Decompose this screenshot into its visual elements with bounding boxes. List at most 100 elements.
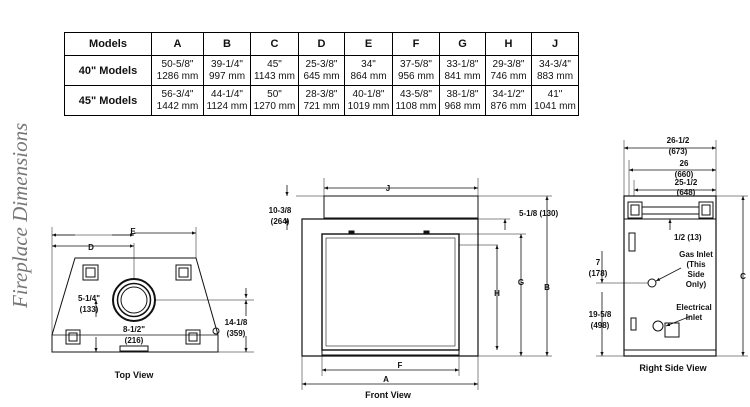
dimension-inches: 43-5/8" bbox=[400, 88, 432, 100]
dimension-mm: 721 mm bbox=[303, 100, 340, 112]
elec-height-label: 19-5/8 bbox=[589, 310, 612, 319]
front-top-box bbox=[323, 195, 479, 219]
side-body-outline bbox=[623, 195, 717, 357]
dimension-mm: 968 mm bbox=[444, 100, 481, 112]
dimension-mm: 876 mm bbox=[490, 100, 527, 112]
dimension-inches: 50" bbox=[267, 88, 282, 100]
dimension-mm: 1286 mm bbox=[156, 70, 199, 82]
dimension-inches: 50-5/8" bbox=[161, 58, 194, 70]
dimension-cell: 37-5/8"956 mm bbox=[392, 55, 440, 86]
model-name-cell: 45" Models bbox=[64, 85, 152, 116]
dimension-inches: 34-3/4" bbox=[539, 58, 571, 70]
front-view bbox=[285, 178, 552, 390]
flue-center-mm-label: (216) bbox=[125, 336, 144, 345]
dimension-mm: 1041 mm bbox=[534, 100, 576, 112]
dim-b-label: B bbox=[544, 283, 550, 292]
dimensions-table: Models A B C D E F G H J 40" Models 50-5/… bbox=[64, 32, 579, 116]
dim-a-label: A bbox=[383, 375, 389, 384]
dim-e-label: E bbox=[130, 227, 136, 236]
top-depth-mm-label: (359) bbox=[227, 329, 246, 338]
dimension-inches: 25-3/8" bbox=[305, 58, 338, 70]
dimension-inches: 56-3/4" bbox=[161, 88, 194, 100]
dimension-cell: 50"1270 mm bbox=[250, 85, 299, 116]
header-j: J bbox=[531, 32, 579, 56]
dimension-cell: 25-3/8"645 mm bbox=[298, 55, 345, 86]
header-e: E bbox=[344, 32, 393, 56]
dimension-inches: 34-1/2" bbox=[492, 88, 525, 100]
dimension-cell: 43-5/8"1108 mm bbox=[392, 85, 440, 116]
dimension-inches: 45" bbox=[267, 58, 282, 70]
flue-offset-mm-label: (133) bbox=[80, 305, 99, 314]
model-name-cell: 40" Models bbox=[64, 55, 152, 86]
elec-height-mm-label: (498) bbox=[591, 321, 610, 330]
electrical-inlet-label-2: Inlet bbox=[686, 313, 703, 322]
top-view bbox=[51, 227, 254, 353]
dimension-mm: 841 mm bbox=[444, 70, 481, 82]
dimension-mm: 997 mm bbox=[208, 70, 246, 82]
dimension-inches: 39-1/4" bbox=[211, 58, 243, 70]
right-side-view bbox=[596, 140, 748, 357]
dim-f-label: F bbox=[398, 361, 403, 370]
gas-inlet-label-1: Gas Inlet bbox=[679, 250, 713, 259]
dim-g-label: G bbox=[518, 278, 524, 287]
side-view-caption: Right Side View bbox=[639, 363, 707, 373]
dimension-mm: 1108 mm bbox=[395, 100, 437, 112]
gas-height-mm-label: (178) bbox=[589, 269, 608, 278]
dim-h-label: H bbox=[494, 289, 500, 298]
dimension-inches: 33-1/8" bbox=[446, 58, 479, 70]
front-body-outline bbox=[301, 218, 479, 357]
gas-inlet-label-2: (This bbox=[686, 260, 706, 269]
standoff-label: 5-1/8 (130) bbox=[519, 209, 558, 218]
dimension-cell: 34-1/2"876 mm bbox=[485, 85, 532, 116]
gas-inlet-port bbox=[647, 278, 657, 288]
standoff-bracket bbox=[175, 264, 192, 281]
side-top-bracket bbox=[698, 201, 714, 219]
table-header-row: Models A B C D E F G H J bbox=[64, 32, 579, 56]
gas-inlet-label-3: Side bbox=[688, 270, 705, 279]
dimension-cell: 29-3/8"746 mm bbox=[485, 55, 532, 86]
electrical-inlet-label-1: Electrical bbox=[676, 303, 712, 312]
dimension-inches: 44-1/4" bbox=[211, 88, 243, 100]
dimension-mm: 1143 mm bbox=[254, 70, 295, 82]
top-view-caption: Top View bbox=[115, 370, 155, 380]
dimension-cell: 44-1/4"1124 mm bbox=[203, 85, 251, 116]
dimension-inches: 38-1/8" bbox=[446, 88, 479, 100]
dimension-inches: 29-3/8" bbox=[492, 58, 525, 70]
dimension-cell: 28-3/8"721 mm bbox=[298, 85, 345, 116]
depth-25-label: 25-1/2 bbox=[675, 178, 698, 187]
dimension-inches: 34" bbox=[361, 58, 376, 70]
dimension-mm: 956 mm bbox=[397, 70, 435, 82]
dimension-mm: 864 mm bbox=[350, 70, 387, 82]
depth-26-label: 26 bbox=[680, 159, 689, 168]
dimension-inches: 40-1/8" bbox=[352, 88, 385, 100]
dim-d-label: D bbox=[88, 243, 94, 252]
dimension-cell: 56-3/4"1442 mm bbox=[151, 85, 204, 116]
standoff-bracket bbox=[185, 329, 201, 345]
depth-25-mm-label: (648) bbox=[677, 188, 696, 197]
standoff-bracket bbox=[65, 329, 81, 345]
dimension-mm: 1270 mm bbox=[253, 100, 296, 112]
dim-c-label: C bbox=[740, 272, 746, 281]
dimension-inches: 41" bbox=[547, 88, 563, 100]
gas-inlet-label-4: Only) bbox=[686, 280, 707, 289]
flue-center-label: 8-1/2" bbox=[123, 325, 145, 334]
dimension-mm: 1019 mm bbox=[347, 100, 390, 112]
flue-offset-label: 5-1/4" bbox=[78, 294, 100, 303]
header-a: A bbox=[151, 32, 204, 56]
dimension-mm: 746 mm bbox=[490, 70, 527, 82]
dimension-cell: 33-1/8"841 mm bbox=[439, 55, 486, 86]
top-height-mm-label: (264) bbox=[271, 217, 290, 226]
dimension-cell: 40-1/8"1019 mm bbox=[344, 85, 393, 116]
flue-collar bbox=[112, 278, 156, 322]
overall-depth-mm-label: (673) bbox=[669, 147, 688, 156]
gas-height-label: 7 bbox=[596, 258, 601, 267]
dimension-mm: 1124 mm bbox=[206, 100, 248, 112]
top-offset-label: 1/2 (13) bbox=[674, 233, 702, 242]
dimension-inches: 37-5/8" bbox=[400, 58, 432, 70]
dimension-inches: 28-3/8" bbox=[305, 88, 338, 100]
header-models: Models bbox=[64, 32, 152, 56]
top-depth-label: 14-1/8 bbox=[225, 318, 248, 327]
dim-j-label: J bbox=[386, 184, 390, 193]
